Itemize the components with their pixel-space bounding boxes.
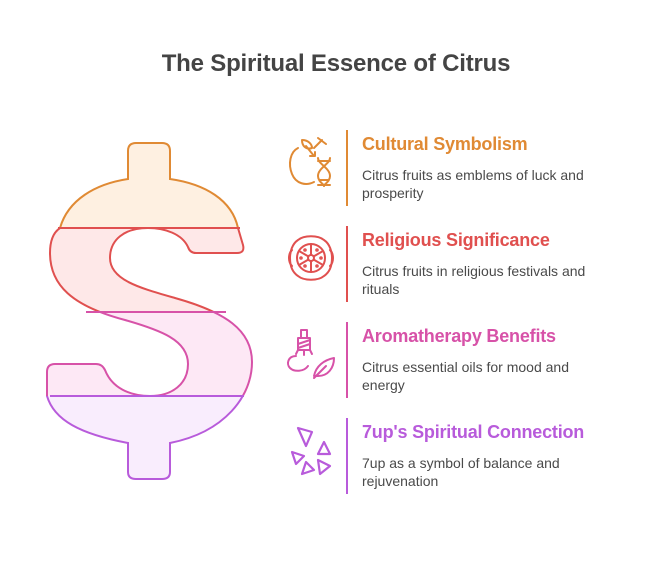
item-aromatherapy-benefits: Aromatherapy Benefits Citrus essential o… <box>284 322 644 398</box>
item-cultural-symbolism: Cultural Symbolism Citrus fruits as embl… <box>284 130 644 206</box>
accent-bar <box>346 226 348 302</box>
seven-up-logo-icon <box>290 426 332 476</box>
item-religious-significance: Religious Significance Citrus fruits in … <box>284 226 644 302</box>
item-heading: Cultural Symbolism <box>362 134 528 154</box>
apple-dna-icon <box>289 137 331 187</box>
item-description: 7up as a symbol of balance and rejuvenat… <box>362 455 560 489</box>
item-description: Citrus essential oils for mood and energ… <box>362 359 569 393</box>
oil-bottle-leaf-icon <box>287 329 335 379</box>
page-title: The Spiritual Essence of Citrus <box>161 50 511 77</box>
citrus-slice-icon <box>288 235 334 281</box>
item-heading: Religious Significance <box>362 230 550 250</box>
segment-fill-red <box>47 228 252 312</box>
accent-bar <box>346 418 348 494</box>
item-description: Citrus fruits in religious festivals and… <box>362 263 586 297</box>
item-heading: Aromatherapy Benefits <box>362 326 556 346</box>
segment-fill-orange <box>47 143 252 228</box>
item-description: Citrus fruits as emblems of luck and pro… <box>362 167 584 201</box>
item-heading: 7up's Spiritual Connection <box>362 422 585 442</box>
accent-bar <box>346 322 348 398</box>
dollar-sign-graphic <box>46 142 253 480</box>
segment-fill-pink <box>47 312 252 396</box>
accent-bar <box>346 130 348 206</box>
item-7up-spiritual-connection: 7up's Spiritual Connection 7up as a symb… <box>284 418 644 494</box>
